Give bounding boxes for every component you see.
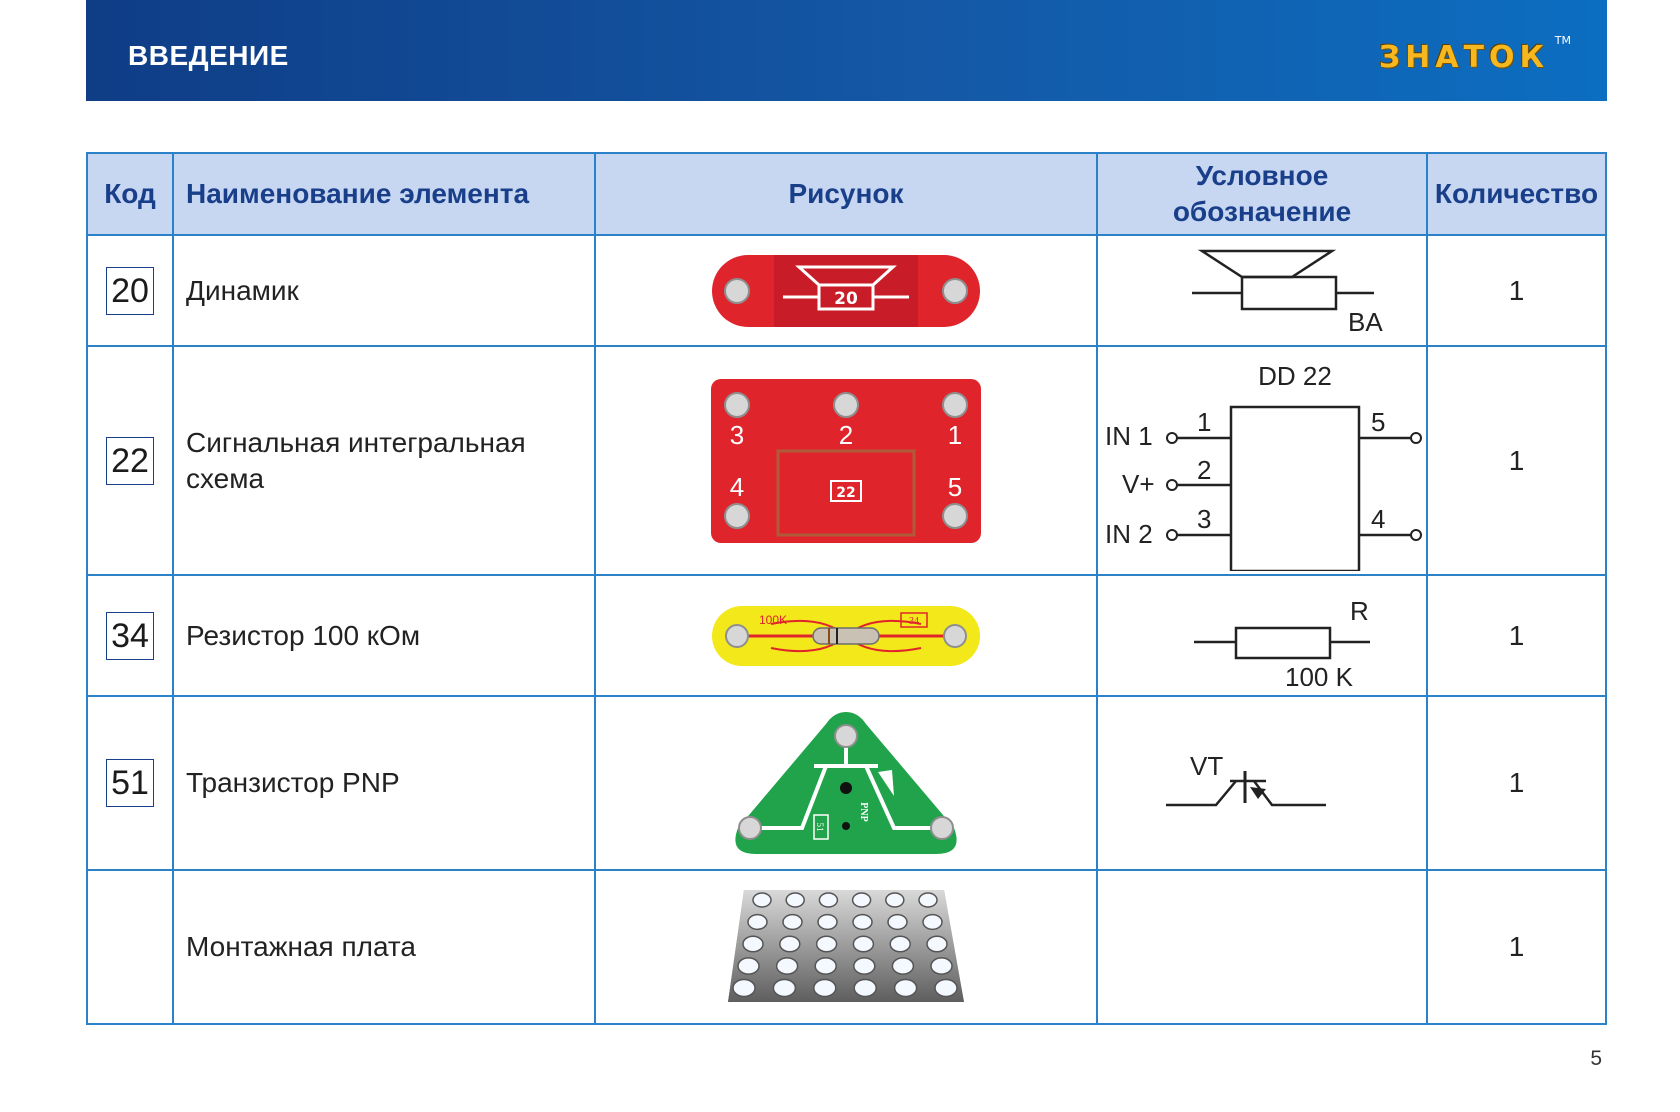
symbol-label: BA: [1348, 307, 1383, 337]
symbol-title: DD 22: [1258, 361, 1332, 391]
quantity-value: 1: [1508, 444, 1525, 476]
picture-code-label: 22: [836, 485, 855, 501]
svg-text:3: 3: [730, 420, 744, 450]
code-box: 22: [106, 436, 154, 485]
ic-module-picture: 22 3 2 1 4 5: [711, 378, 981, 543]
section-title: ВВЕДЕНИЕ: [128, 40, 289, 71]
svg-text:4: 4: [730, 472, 744, 502]
trademark-mark: TM: [1554, 34, 1571, 47]
svg-text:1: 1: [948, 420, 962, 450]
code-box: 51: [106, 759, 154, 807]
ic-symbol: DD 22 IN 1 V+ IN 2 1 2: [1105, 361, 1422, 571]
picture-type-label: PNP: [858, 802, 869, 821]
symbol-label: R: [1350, 596, 1369, 626]
resistor-symbol: R 100 K: [1194, 596, 1370, 686]
column-header-picture: Рисунок: [594, 152, 1098, 236]
element-name: Сигнальная интегральная схема: [186, 426, 526, 494]
transistor-symbol: VT: [1166, 751, 1326, 807]
resistor-module-picture: 100K 34: [712, 605, 980, 666]
table-row: 20 Динамик 20: [86, 234, 1607, 347]
quantity-value: 1: [1508, 931, 1525, 962]
code-box: 20: [106, 266, 154, 315]
column-header-symbol: Условное обозначение: [1096, 152, 1428, 236]
code-box: 34: [106, 611, 154, 660]
table-row: 22 Сигнальная интегральная схема 22 3 2 …: [86, 345, 1607, 576]
svg-text:5: 5: [1371, 407, 1385, 437]
column-header-name: Наименование элемента: [172, 152, 596, 236]
svg-text:V+: V+: [1122, 469, 1155, 499]
picture-code-label: 20: [834, 289, 858, 309]
table-row: 34 Резистор 100 кОм 100K 34: [86, 574, 1607, 697]
picture-code-label: 34: [909, 616, 919, 627]
mounting-board-picture: [728, 890, 964, 1002]
transistor-module-picture: 51 PNP: [735, 712, 957, 854]
svg-text:2: 2: [1197, 455, 1211, 485]
picture-value-label: 100K: [759, 613, 787, 627]
table-header-row: Код Наименование элемента Рисунок Условн…: [86, 152, 1607, 236]
svg-text:4: 4: [1371, 504, 1385, 534]
quantity-value: 1: [1508, 767, 1525, 798]
svg-text:IN 2: IN 2: [1105, 519, 1153, 549]
table-row: 51 Транзистор PNP 51 PNP: [86, 695, 1607, 871]
picture-code-label: 51: [815, 823, 825, 832]
quantity-value: 1: [1508, 619, 1525, 651]
column-header-quantity: Количество: [1426, 152, 1607, 236]
speaker-module-picture: 20: [712, 254, 980, 327]
svg-text:1: 1: [1197, 407, 1211, 437]
element-name: Транзистор PNP: [186, 767, 400, 798]
components-table: Код Наименование элемента Рисунок Условн…: [86, 152, 1607, 1025]
page-number: 5: [1590, 1047, 1602, 1070]
element-name: Монтажная плата: [186, 931, 417, 962]
svg-text:IN 1: IN 1: [1105, 421, 1153, 451]
svg-text:2: 2: [839, 420, 853, 450]
symbol-label: VT: [1190, 751, 1223, 781]
table-row: Монтажная плата 1: [86, 869, 1607, 1025]
speaker-symbol: BA: [1192, 249, 1383, 337]
element-name: Динамик: [186, 274, 299, 306]
quantity-value: 1: [1508, 274, 1525, 306]
symbol-value: 100 K: [1285, 662, 1354, 686]
svg-text:3: 3: [1197, 504, 1211, 534]
element-name: Резистор 100 кОм: [186, 619, 421, 651]
svg-text:5: 5: [948, 472, 962, 502]
column-header-code: Код: [86, 152, 174, 236]
